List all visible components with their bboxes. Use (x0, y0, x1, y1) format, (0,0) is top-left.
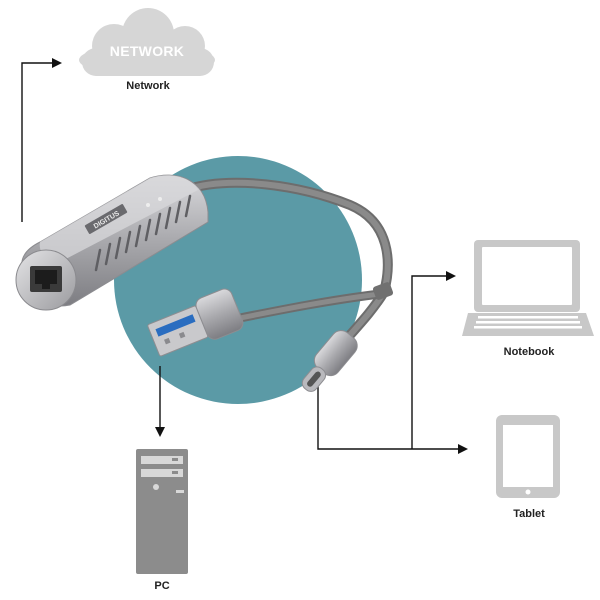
led-indicator (158, 197, 162, 201)
notebook-label: Notebook (503, 346, 555, 358)
tablet-icon (496, 415, 560, 498)
usb-c-plug (301, 330, 358, 392)
brand-badge (84, 204, 128, 234)
network-cloud-text: NETWORK (109, 43, 185, 59)
tablet-label: Tablet (513, 508, 545, 520)
ethernet-adapter: DIGITUS (15, 174, 209, 311)
led-indicator (146, 203, 150, 207)
usb-a-plug (147, 288, 244, 357)
cable-splitter (372, 282, 394, 300)
notebook-icon (462, 240, 594, 336)
device-arrows (317, 271, 468, 454)
adapter-cable (180, 177, 393, 357)
pc-tower-icon (136, 449, 188, 574)
network-arrow (21, 58, 62, 222)
network-label: Network (126, 80, 170, 92)
pc-label: PC (154, 580, 170, 592)
network-cloud-icon (79, 8, 215, 76)
